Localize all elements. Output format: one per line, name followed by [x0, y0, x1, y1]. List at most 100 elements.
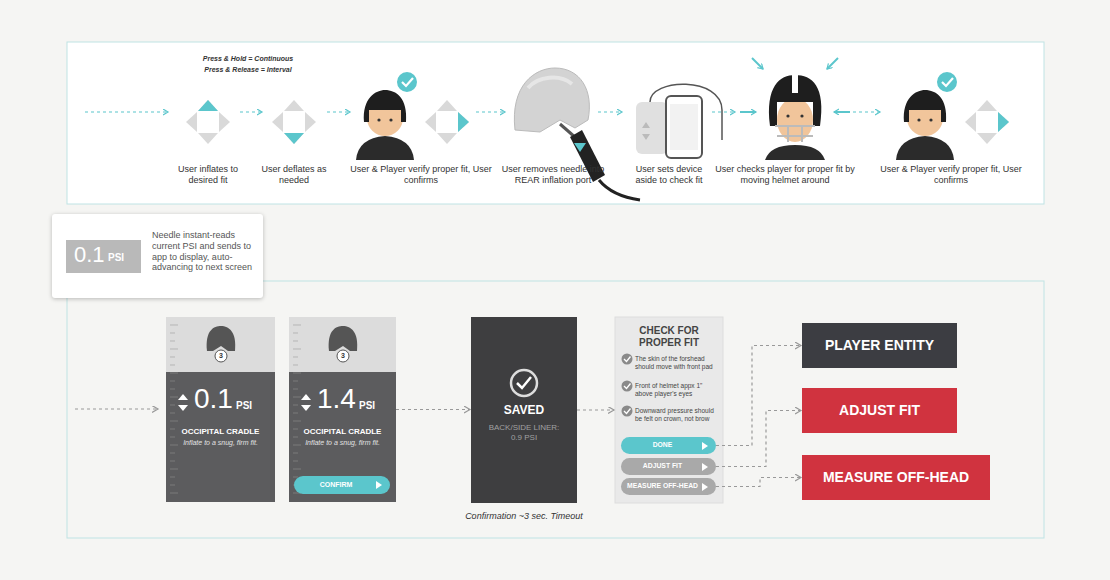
illustration-shape — [777, 135, 813, 137]
illustration-shape — [425, 100, 469, 144]
illustration-shape — [215, 350, 227, 362]
illustration-shape — [769, 75, 821, 126]
illustration-shape — [85, 111, 880, 112]
phone-screen: CONFIRM31.4PSIOCCIPITAL CRADLEInflate to… — [289, 317, 396, 502]
caption-text: User & Player verify proper fit, User co… — [876, 164, 1026, 186]
illustration-shape — [458, 112, 469, 132]
caption-text: Confirmation ~3 sec. Timeout — [439, 511, 609, 522]
illustration-shape — [178, 394, 188, 400]
node-text: Downward pressure should be felt on crow… — [635, 407, 719, 423]
illustration-shape — [170, 397, 178, 398]
illustration-shape — [170, 437, 175, 438]
illustration-shape — [293, 325, 301, 326]
illustration-shape — [293, 357, 298, 358]
node-text: PSI — [236, 401, 252, 411]
illustration-shape — [570, 130, 605, 182]
caption-text: Press & Hold = Continuous — [183, 55, 313, 63]
node-text: MEASURE OFF-HEAD — [823, 469, 969, 486]
flow-connector — [716, 346, 801, 446]
illustration-shape — [896, 71, 958, 160]
caption-text: User deflates as needed — [259, 164, 329, 186]
illustration-shape — [740, 58, 850, 112]
callout-box: 0.1PSINeedle instant-reads current PSI a… — [52, 214, 263, 298]
illustration-shape — [170, 325, 178, 326]
illustration-shape — [272, 100, 316, 144]
illustration-shape — [777, 98, 813, 142]
node-text: ADJUST FIT — [643, 462, 682, 470]
illustration-shape — [624, 384, 631, 389]
illustration-shape — [787, 126, 789, 142]
node-text: ADJUST FIT — [839, 402, 920, 419]
illustration-shape — [624, 409, 631, 414]
illustration-shape — [998, 112, 1009, 132]
illustration-shape — [622, 406, 633, 417]
illustration-shape — [293, 333, 298, 334]
node-text: CONFIRM — [320, 481, 353, 489]
illustration-shape — [598, 111, 622, 112]
node-text: BACK/SIDE LINER: 0.9 PSI — [484, 423, 564, 444]
node-text: Inflate to a snug, firm fit. — [166, 439, 275, 447]
caption-text: User sets device aside to check fit — [624, 164, 714, 186]
node-text: MEASURE OFF-HEAD — [627, 482, 698, 490]
illustration-shape — [85, 111, 168, 112]
illustration-shape — [624, 357, 631, 362]
illustration-shape — [293, 381, 298, 382]
illustration-shape — [712, 111, 735, 112]
node-text: 3 — [337, 352, 349, 360]
illustration-shape — [170, 325, 301, 493]
caption-text: User removes needle into REAR inflation … — [493, 164, 613, 186]
node-text: PSI — [359, 401, 375, 411]
illustration-shape — [170, 461, 175, 462]
illustration-shape — [170, 469, 178, 470]
illustration-shape — [642, 134, 650, 140]
caption-text: Press & Release = Interval — [183, 66, 313, 74]
illustration-shape — [622, 354, 633, 417]
node-text: Inflate to a snug, firm fit. — [289, 439, 396, 447]
node-text: 0.1 — [74, 244, 105, 266]
phone-screen: 30.1PSIOCCIPITAL CRADLEInflate to a snug… — [166, 317, 275, 502]
illustration-shape — [337, 350, 349, 362]
flow-connector — [577, 409, 614, 410]
node-text: 0.1 — [194, 385, 233, 413]
illustration-shape — [170, 405, 175, 406]
illustration-shape — [471, 317, 577, 503]
node-text: Front of helmet appx 1" above player's e… — [635, 382, 719, 398]
illustration-shape — [670, 104, 698, 150]
screen-button: ADJUST FIT — [621, 458, 716, 475]
caption-text: User inflates to desired fit — [168, 164, 248, 186]
node-text: CHECK FOR PROPER FIT — [634, 325, 704, 348]
illustration-shape — [170, 389, 175, 390]
illustration-shape — [170, 453, 175, 454]
illustration-shape — [170, 429, 175, 430]
illustration-shape — [170, 445, 178, 446]
illustration-shape — [170, 357, 175, 358]
node-text: 1.4 — [317, 385, 356, 413]
illustration-shape — [356, 71, 418, 160]
illustration-shape — [170, 365, 175, 366]
illustration-shape — [514, 68, 589, 132]
node-text: Needle instant-reads current PSI and sen… — [152, 230, 258, 273]
illustration-shape — [574, 143, 586, 152]
illustration-shape — [293, 365, 298, 366]
illustration-shape — [775, 126, 815, 142]
node-text: SAVED — [471, 403, 577, 417]
illustration-shape — [166, 317, 275, 372]
illustration-shape — [965, 100, 1009, 144]
flow-connector — [396, 409, 470, 410]
illustration-shape — [622, 381, 633, 392]
illustration-shape — [752, 58, 763, 69]
illustration-shape — [170, 421, 178, 422]
saved-screen: SAVED BACK/SIDE LINER: 0.9 PSI — [471, 317, 577, 503]
illustration-shape — [636, 102, 668, 154]
node-text: 3 — [215, 352, 227, 360]
illustration-shape — [801, 126, 803, 142]
caption-text: User & Player verify proper fit, User co… — [346, 164, 496, 186]
check-screen: DONE ADJUST FIT MEASURE OFF-HEAD CHECK FOR … — [615, 317, 723, 503]
node-text: DONE — [653, 441, 673, 449]
outcome-box: PLAYER ENTITY — [802, 323, 957, 368]
outcome-box: ADJUST FIT — [802, 388, 957, 433]
illustration-shape — [800, 114, 803, 117]
illustration-shape — [517, 377, 531, 388]
illustration-shape — [666, 96, 702, 158]
